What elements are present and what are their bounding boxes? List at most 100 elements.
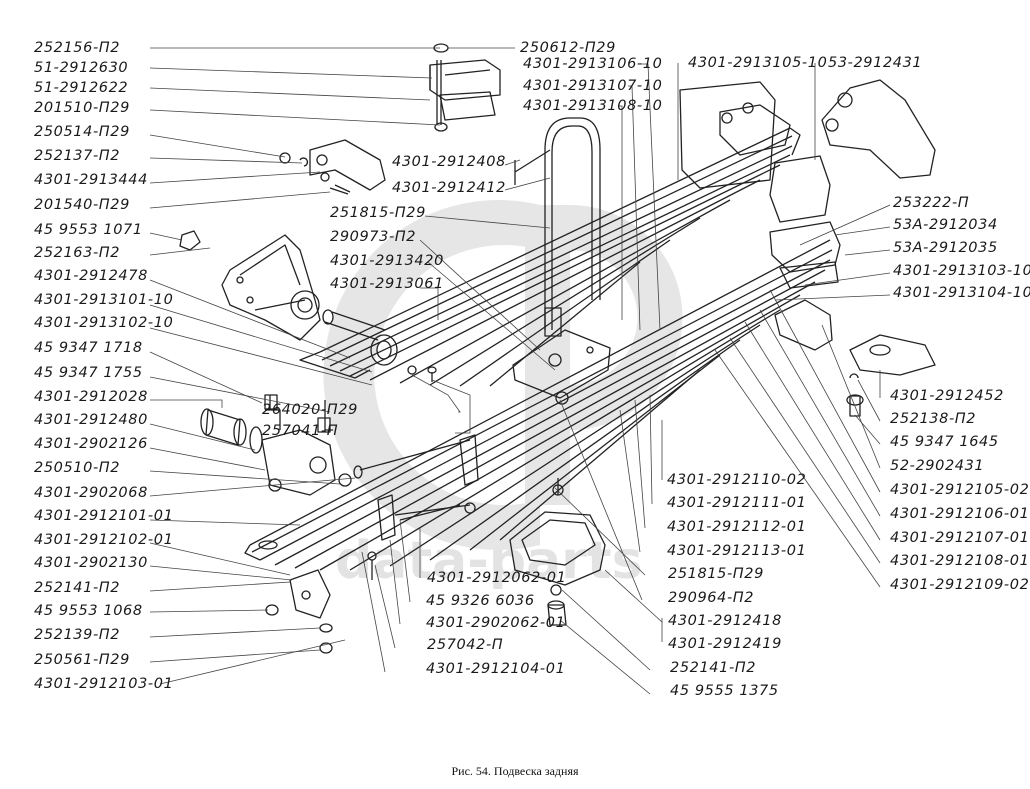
- leader-line: [844, 249, 891, 256]
- part-label: 252141-П2: [670, 660, 757, 676]
- leader-line: [640, 63, 661, 331]
- part-label: 4301-2912478: [34, 268, 148, 284]
- part-label: 4301-2912104-01: [426, 661, 566, 677]
- leader-line: [149, 649, 321, 663]
- part-label: 4301-2913444: [34, 172, 148, 188]
- lower-spring: [244, 239, 833, 571]
- leader-line: [149, 191, 331, 209]
- leader-line: [149, 87, 431, 101]
- leader-line: [149, 279, 351, 359]
- leader-line: [628, 85, 641, 331]
- main-spring: [299, 127, 801, 387]
- leader-line: [769, 289, 881, 493]
- leader-line: [714, 349, 881, 588]
- leader-line: [149, 157, 303, 164]
- part-label: 4301-2912102-01: [34, 532, 174, 548]
- leader-line: [149, 304, 373, 373]
- leader-line: [427, 261, 556, 371]
- rear-bracket: [679, 79, 936, 289]
- rear-bumper-parts: [774, 299, 936, 417]
- leader-line: [159, 639, 346, 685]
- front-bracket: [221, 234, 321, 341]
- watermark-logo: [323, 199, 683, 550]
- part-label: 4301-2912113-01: [667, 543, 807, 559]
- leader-line: [149, 565, 293, 581]
- part-label: 4301-2912111-01: [667, 495, 807, 511]
- part-label: 257042-П: [427, 637, 504, 653]
- part-label: 45 9553 1071: [34, 222, 143, 238]
- part-label: 4301-2912062-01: [427, 570, 567, 586]
- part-label: 252141-П2: [34, 580, 121, 596]
- leader-line: [504, 177, 551, 191]
- leader-line: [149, 247, 211, 256]
- leader-line: [149, 447, 266, 471]
- part-label: 290973-П2: [330, 229, 417, 245]
- leader-line: [149, 627, 321, 638]
- part-label: 252137-П2: [34, 148, 121, 164]
- part-label: 264020-П29: [262, 402, 358, 418]
- leader-line: [799, 204, 891, 246]
- spring-eye-pin: [322, 309, 398, 366]
- part-label: 251815-П29: [330, 205, 426, 221]
- part-label: 53А-2912034: [893, 217, 998, 233]
- part-label: 45 9555 1375: [670, 683, 779, 699]
- part-label: 4301-2912480: [34, 412, 148, 428]
- part-label: 45 9347 1755: [34, 365, 143, 381]
- part-label: 4301-2902130: [34, 555, 148, 571]
- leader-line: [149, 609, 269, 613]
- part-label: 252138-П2: [890, 411, 977, 427]
- part-label: 4301-2912103-01: [34, 676, 174, 692]
- part-label: 4301-2902068: [34, 485, 148, 501]
- part-label: 252139-П2: [34, 627, 121, 643]
- leader-line: [559, 619, 651, 695]
- part-label: 4301-2913108-10: [523, 98, 663, 114]
- leader-line: [561, 589, 651, 671]
- leader-line: [424, 215, 551, 229]
- part-label: 4301-2913061: [330, 276, 444, 292]
- spring-clamps: [353, 434, 479, 541]
- part-label: 4301-2912105-02: [890, 482, 1030, 498]
- part-label: 51-2912630: [34, 60, 129, 76]
- leader-line: [149, 542, 291, 576]
- part-label: 51-2912622: [34, 80, 129, 96]
- part-label: 4301-2902062-01: [426, 615, 566, 631]
- part-label: 4301-2913105-10: [688, 55, 828, 71]
- part-label: 4301-2912452: [890, 388, 1004, 404]
- leader-line: [411, 374, 461, 413]
- part-label: 250561-П29: [34, 652, 130, 668]
- leader-line: [149, 134, 286, 158]
- part-label: 53А-2912035: [893, 240, 998, 256]
- axle-seat: [509, 478, 606, 626]
- leader-line: [149, 423, 256, 451]
- part-label: 4301-2912112-01: [667, 519, 807, 535]
- part-label: 4301-2912106-01: [890, 506, 1030, 522]
- leader-line: [149, 67, 433, 79]
- part-label: 4301-2902126: [34, 436, 148, 452]
- part-label: 4301-2912418: [668, 613, 782, 629]
- part-label: 45 9553 1068: [34, 603, 143, 619]
- shackle-bracket: [179, 139, 386, 251]
- shackle-assembly: [429, 43, 501, 132]
- part-label: 4301-2913106-10: [523, 56, 663, 72]
- part-label: 257041-П: [262, 423, 339, 439]
- leader-line: [634, 399, 646, 529]
- part-label: 201540-П29: [34, 197, 130, 213]
- part-label: 252163-П2: [34, 245, 121, 261]
- part-label: 250612-П29: [520, 40, 616, 56]
- part-label: 4301-2912101-01: [34, 508, 174, 524]
- leader-line: [821, 324, 881, 469]
- leader-line: [149, 171, 321, 184]
- part-label: 53-2912431: [828, 55, 923, 71]
- part-label: 253222-П: [893, 195, 970, 211]
- leader-line: [649, 394, 653, 505]
- part-label: 4301-2912419: [668, 636, 782, 652]
- part-label: 4301-2912109-02: [890, 577, 1030, 593]
- leader-line: [774, 294, 891, 301]
- leader-line: [431, 379, 471, 434]
- leader-line: [804, 272, 891, 286]
- part-label: 45 9326 6036: [426, 593, 535, 609]
- leader-line: [149, 477, 356, 497]
- part-label: 250514-П29: [34, 124, 130, 140]
- leader-line: [619, 409, 641, 553]
